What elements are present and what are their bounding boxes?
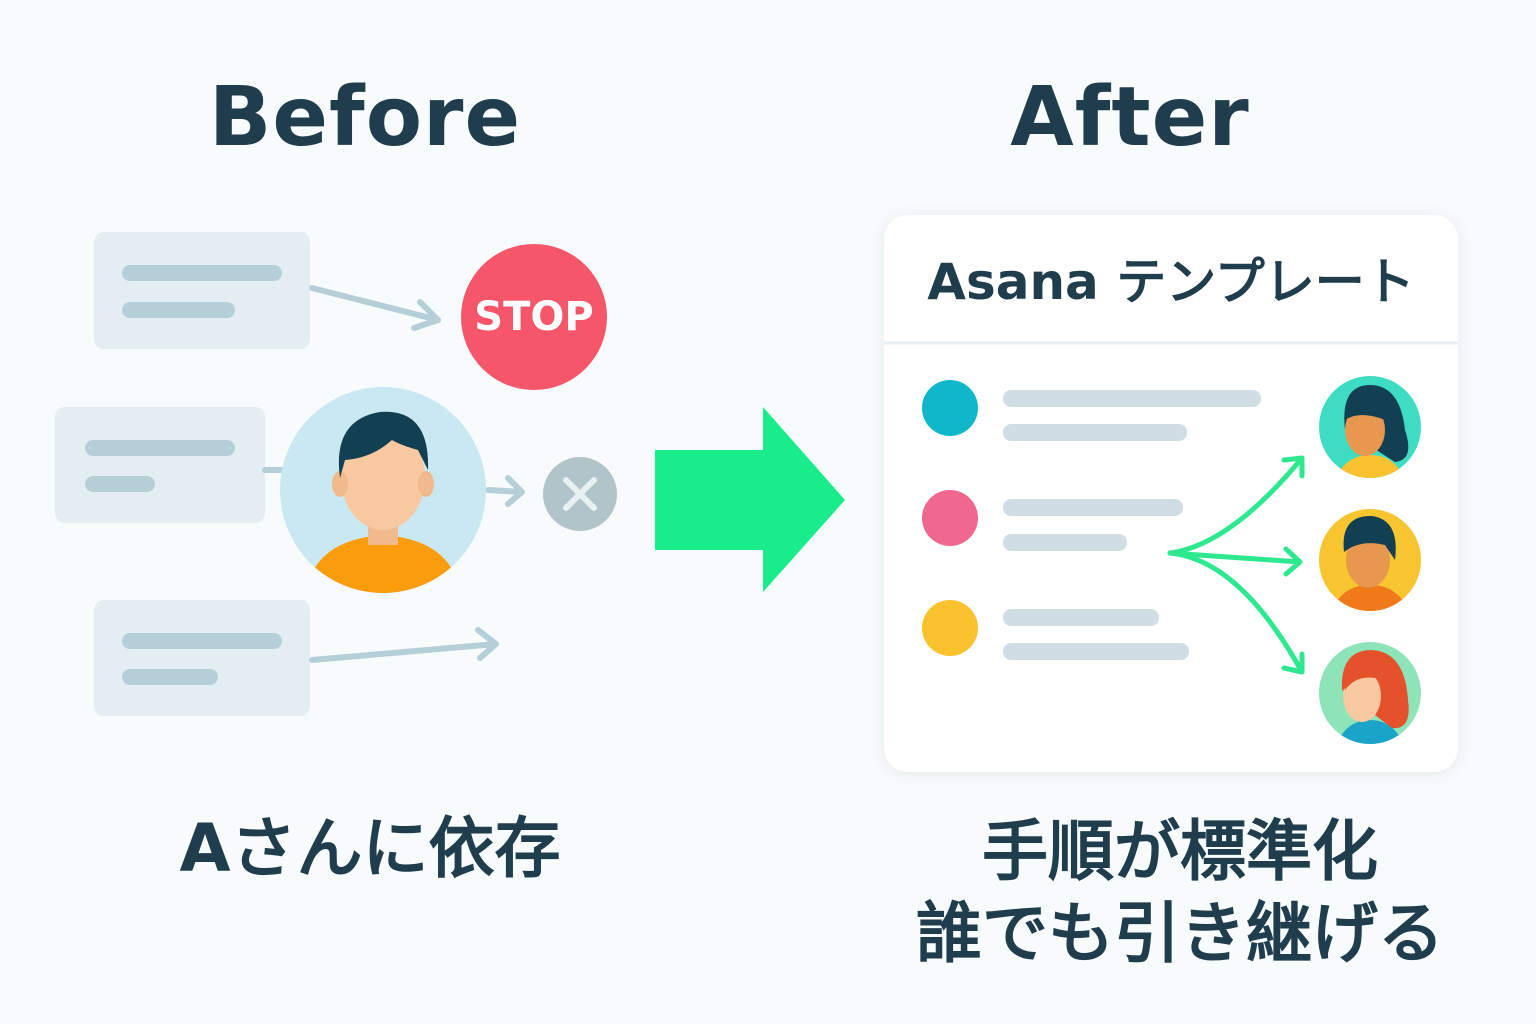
arrow-to-x xyxy=(485,475,525,507)
task-dot-teal xyxy=(922,380,978,436)
card-title: Asana テンプレート xyxy=(927,253,1415,311)
asana-template-card xyxy=(884,215,1458,772)
task-card-2 xyxy=(55,407,265,523)
before-caption: Aさんに依存 xyxy=(179,810,561,887)
assignee-avatar-1 xyxy=(1319,376,1421,478)
arrow-to-stop xyxy=(309,285,441,331)
person-a-avatar xyxy=(280,387,486,593)
task-card-3 xyxy=(94,600,310,716)
after-caption-line2: 誰でも引き継げる xyxy=(916,895,1444,972)
transition-arrow-icon xyxy=(655,407,845,592)
assignee-avatar-2 xyxy=(1319,509,1421,611)
task-dot-pink xyxy=(922,490,978,546)
arrow-card3 xyxy=(309,627,499,663)
task-dot-yellow xyxy=(922,600,978,656)
after-heading: After xyxy=(1010,70,1250,165)
stop-label: STOP xyxy=(474,294,594,340)
handoff-arrows xyxy=(1167,455,1305,675)
stop-sign-icon xyxy=(461,244,607,390)
task-card-1 xyxy=(94,232,310,349)
before-heading: Before xyxy=(208,70,522,165)
after-caption-line1: 手順が標準化 xyxy=(982,813,1378,890)
assignee-avatar-3 xyxy=(1319,642,1421,744)
blocked-x-icon xyxy=(543,457,617,531)
